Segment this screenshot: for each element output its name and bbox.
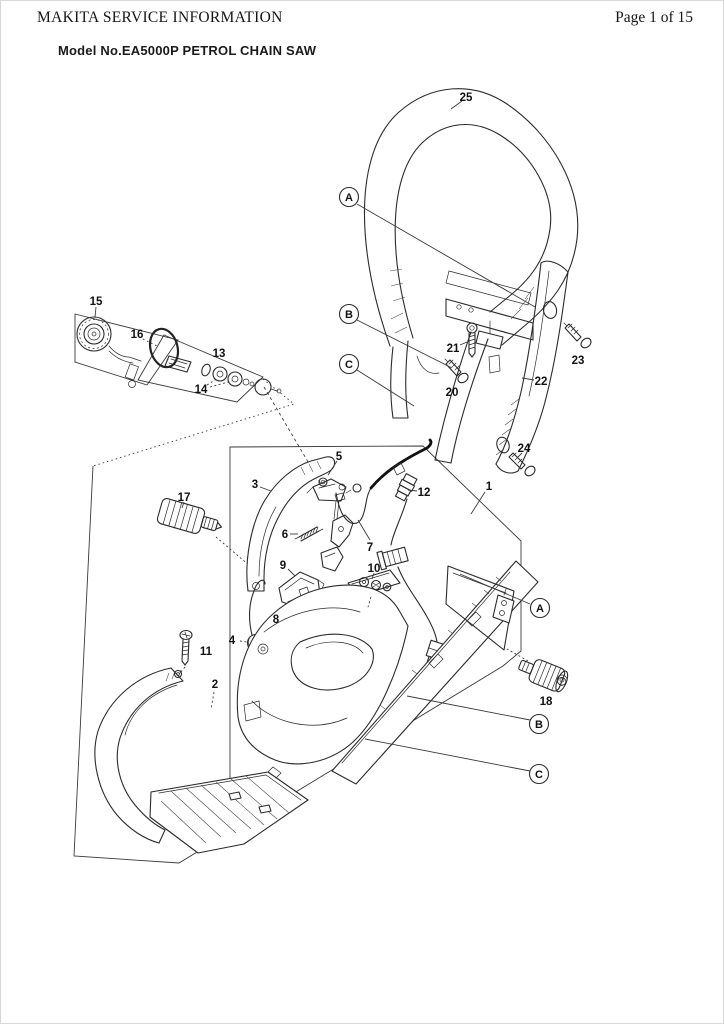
part-5-trigger-bracket — [306, 460, 362, 572]
bottom-guard-plate — [149, 766, 309, 854]
callout-a: A — [529, 597, 551, 619]
part-6-spring — [290, 526, 324, 542]
part-label-4: 4 — [229, 635, 236, 647]
part-18-rubber-buffer — [506, 648, 569, 693]
model-title: Model No.EA5000P PETROL CHAIN SAW — [58, 43, 317, 58]
part-label-22: 22 — [535, 376, 548, 388]
part-label-16: 16 — [131, 329, 144, 341]
part-1-main-body — [236, 491, 568, 785]
part-label-1: 1 — [486, 481, 493, 493]
page-number: Page 1 of 15 — [615, 9, 693, 26]
part-label-14: 14 — [195, 384, 208, 396]
subassembly-inset-box — [74, 313, 264, 403]
svg-text:A: A — [536, 603, 544, 615]
part-15-fuel-cap — [76, 306, 142, 388]
part-13-14-carburetor-parts — [164, 355, 282, 396]
svg-text:B: B — [535, 719, 543, 731]
part-label-24: 24 — [518, 443, 531, 455]
part-label-3: 3 — [252, 479, 258, 491]
part-label-8: 8 — [273, 614, 280, 626]
part-label-12: 12 — [418, 487, 431, 499]
callout-circles: A B C A B C — [338, 186, 551, 785]
part-label-5: 5 — [336, 451, 343, 463]
svg-text:C: C — [345, 359, 353, 371]
part-22-handle-bracket — [488, 260, 569, 474]
part-17-rubber-buffer — [156, 498, 251, 567]
part-2-front-handle — [94, 667, 215, 844]
part-label-25: 25 — [460, 92, 473, 104]
part-label-11: 11 — [200, 646, 213, 658]
part-label-7: 7 — [367, 542, 373, 554]
part-label-20: 20 — [446, 387, 459, 399]
part-label-17: 17 — [178, 492, 191, 504]
page-header-title: MAKITA SERVICE INFORMATION — [37, 9, 283, 26]
part-25-top-handle — [363, 88, 579, 347]
handle-tubes — [390, 270, 534, 464]
part-label-6: 6 — [282, 529, 288, 541]
screw-11 — [179, 629, 193, 673]
part-label-15: 15 — [90, 296, 103, 308]
screw-23 — [563, 322, 592, 349]
screw-21 — [459, 322, 478, 358]
part-7-throttle-rod — [335, 438, 433, 541]
svg-text:A: A — [345, 192, 353, 204]
part-label-10: 10 — [368, 563, 381, 575]
part-label-2: 2 — [212, 679, 218, 691]
part-label-9: 9 — [280, 560, 286, 572]
part-label-23: 23 — [572, 355, 585, 367]
part-label-13: 13 — [213, 348, 226, 360]
svg-text:C: C — [535, 769, 543, 781]
part-12-throttle-cable — [376, 462, 445, 666]
part-label-21: 21 — [447, 343, 460, 355]
callout-a: A — [338, 186, 360, 208]
screw-20 — [444, 358, 469, 384]
callout-b: B — [338, 303, 360, 325]
callout-b: B — [528, 713, 550, 735]
callout-c: C — [338, 353, 360, 375]
screw-24 — [508, 452, 536, 477]
part-label-18: 18 — [540, 696, 553, 708]
part-3-handle-shell — [246, 456, 336, 592]
callout-leader-lines — [356, 203, 536, 772]
callout-c: C — [528, 763, 550, 785]
svg-text:B: B — [345, 309, 353, 321]
